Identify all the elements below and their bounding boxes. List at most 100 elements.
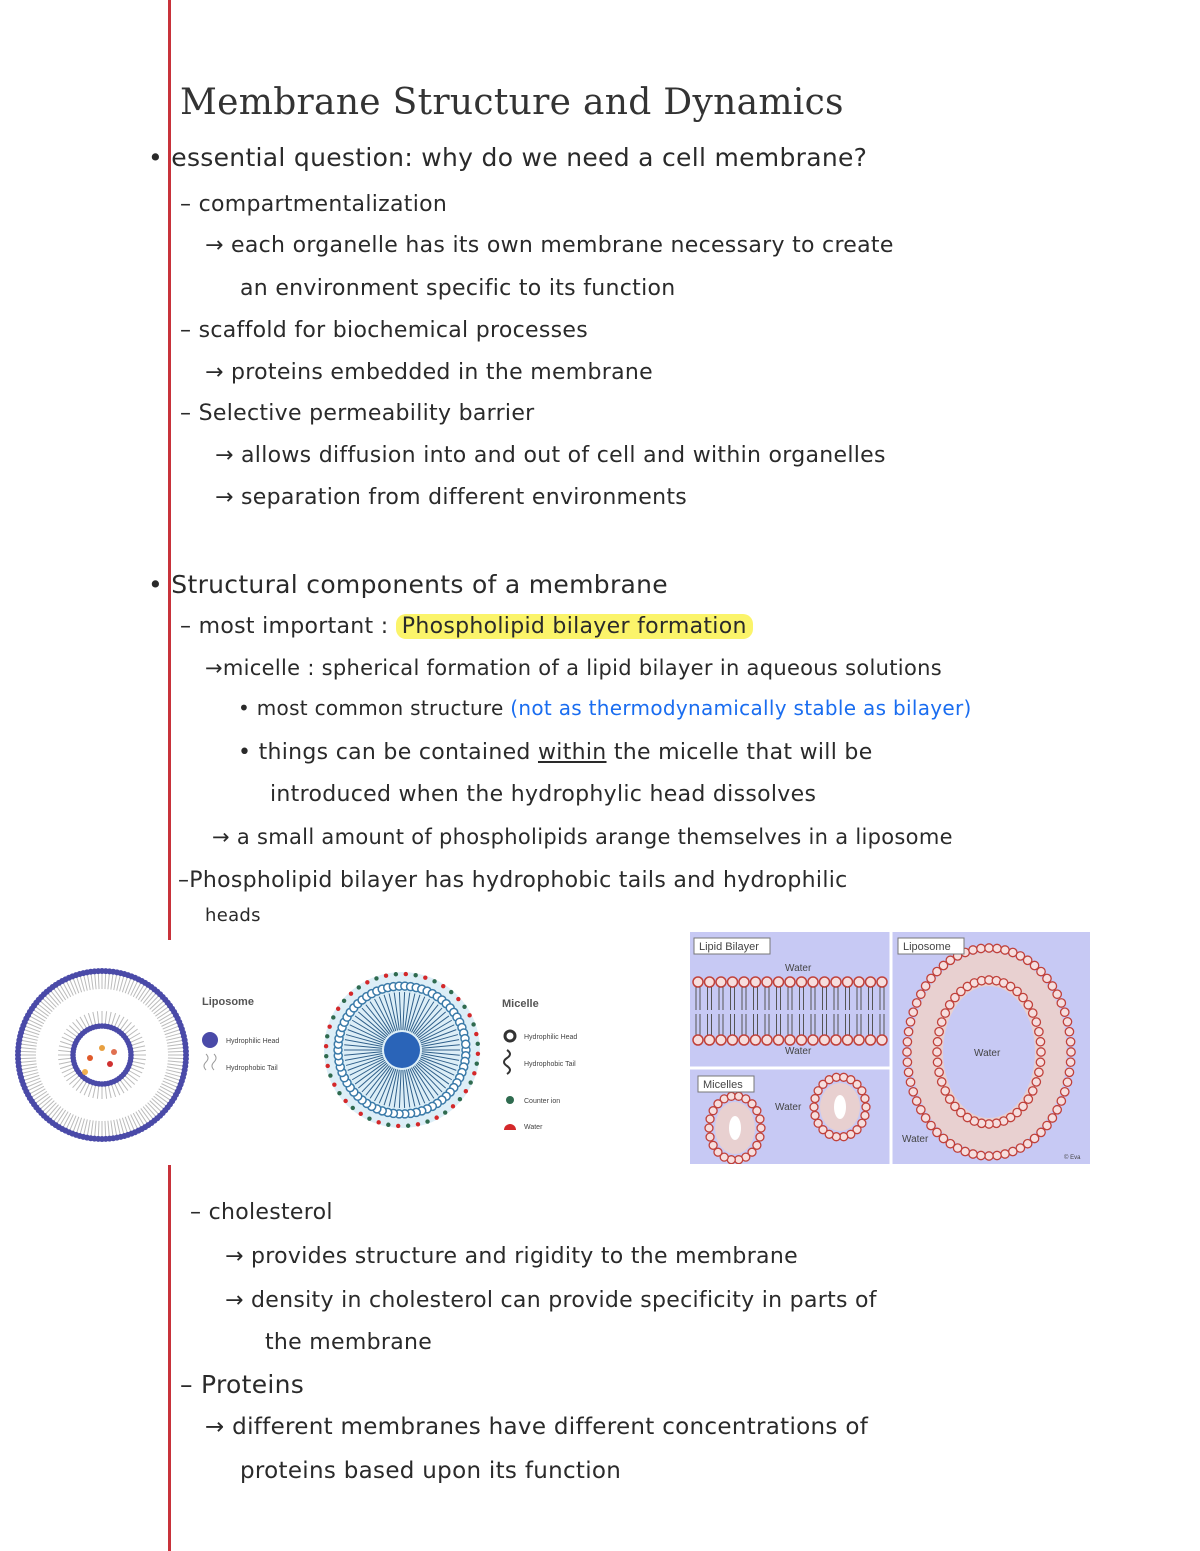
lipid-head	[902, 1047, 912, 1057]
note-text: – most important :	[180, 614, 389, 639]
lipid-tail	[87, 1083, 94, 1098]
credit-text: © Eva	[1064, 1154, 1081, 1161]
lipid-tail	[56, 986, 67, 1001]
lipid-tail	[421, 1034, 459, 1046]
note-line: –Phospholipid bilayer has hydrophobic ta…	[178, 868, 848, 893]
water-label: Water	[785, 963, 812, 974]
lipid-tail	[104, 1011, 108, 1026]
lipid-head	[940, 1008, 951, 1018]
lipid-head	[752, 1140, 762, 1150]
lipid-head	[719, 1152, 729, 1162]
lipid-head	[968, 945, 978, 955]
lipid-head	[976, 943, 986, 954]
ion-dot	[374, 976, 379, 981]
lipid-head	[905, 1016, 916, 1027]
lipid-head	[784, 976, 796, 988]
lipid-tail	[357, 1011, 388, 1038]
lipid-head	[940, 1086, 951, 1096]
lipid-tail	[27, 1018, 43, 1027]
lipid-head	[726, 976, 739, 988]
ion-dot	[403, 971, 408, 977]
lipid-head	[830, 1034, 842, 1046]
lipid-tail	[20, 1060, 37, 1063]
lipid-tail	[123, 1025, 136, 1036]
lipid-tail	[69, 979, 77, 995]
ion-dot	[468, 1080, 473, 1085]
lipid-tail	[107, 1084, 112, 1099]
lipid-head	[738, 976, 750, 988]
lipid-tail	[149, 1100, 162, 1113]
lipid-tail	[369, 1001, 392, 1034]
lipid-head	[1027, 1086, 1038, 1096]
lipid-tail	[22, 1072, 39, 1078]
ion-dot	[475, 1041, 480, 1047]
lipid-tail	[420, 1029, 457, 1044]
lipid-head	[950, 1101, 960, 1112]
highlighted-text: Phospholipid bilayer formation	[395, 614, 753, 639]
lipid-tail	[404, 1069, 411, 1108]
ion-dot	[425, 1119, 430, 1124]
lipid-head	[1056, 998, 1067, 1008]
lipid-tail	[61, 1036, 75, 1044]
lipid-head	[846, 1075, 856, 1085]
lipid-head	[1000, 1149, 1010, 1159]
note-line: proteins based upon its function	[240, 1458, 622, 1484]
lipid-head	[761, 976, 773, 988]
lipid-tail	[50, 1106, 62, 1120]
lipid-tail	[130, 1114, 139, 1130]
lipid-tail	[162, 1080, 178, 1088]
note-line: heads	[205, 905, 261, 926]
lipid-tail	[53, 988, 64, 1002]
lipid-tail	[90, 973, 94, 990]
lipid-head	[932, 1057, 943, 1068]
note-question: • essential question: why do we need a c…	[148, 143, 868, 172]
lipid-head	[1022, 1138, 1033, 1149]
water-label: Water	[902, 1134, 929, 1145]
lipid-head	[809, 1102, 819, 1112]
lipid-head	[715, 1034, 727, 1046]
lipid-tail	[414, 1065, 439, 1096]
note-line: → a small amount of phospholipids arange…	[212, 825, 953, 849]
lipid-tail	[420, 1056, 457, 1071]
lipid-tail	[162, 1022, 178, 1030]
lipid-tail	[29, 1085, 45, 1095]
lipid-tail	[405, 1069, 416, 1107]
lipid-tail	[129, 1036, 143, 1044]
lipid-tail	[345, 1054, 383, 1066]
lipid-head	[1035, 1036, 1046, 1047]
lipid-head	[902, 1036, 913, 1047]
micelle-label: Micelle	[502, 998, 539, 1010]
lipid-tail	[20, 1043, 37, 1047]
micelle-core	[384, 1032, 420, 1068]
lipid-tail	[104, 1120, 107, 1137]
note-line: introduced when the hydrophylic head dis…	[270, 782, 817, 807]
ion-dot	[335, 1006, 341, 1011]
lipid-tail	[23, 1029, 40, 1036]
lipid-tail	[404, 992, 411, 1031]
lipid-tail	[68, 1025, 81, 1036]
lipid-tail	[87, 1012, 94, 1027]
micelle-core	[834, 1095, 846, 1119]
lipid-tail	[62, 1112, 72, 1128]
legend-hydrophilic-head: Hydrophilic Head	[226, 1038, 279, 1045]
lipid-head	[772, 1034, 785, 1046]
lipid-head	[813, 1118, 823, 1128]
lipid-tail	[354, 1015, 387, 1039]
lipid-tail	[398, 992, 402, 1031]
lipid-tail	[42, 997, 55, 1010]
lipid-tail	[357, 1062, 388, 1089]
lipid-tail	[140, 1108, 151, 1122]
ion-dot	[456, 996, 461, 1002]
lipid-tail	[26, 1080, 42, 1088]
water-icon	[504, 1124, 516, 1130]
blue-note: (not as thermodynamically stable as bila…	[510, 696, 972, 720]
lipid-tail	[153, 1003, 167, 1015]
lipid-head	[761, 1034, 773, 1046]
lipid-tail	[37, 1003, 51, 1015]
lipid-tail	[383, 1068, 397, 1106]
lipid-tail	[121, 976, 128, 993]
lipid-tail	[411, 1067, 430, 1102]
lipid-head	[1059, 1086, 1070, 1097]
lipid-tail	[155, 1006, 169, 1017]
lipid-head	[715, 976, 727, 988]
